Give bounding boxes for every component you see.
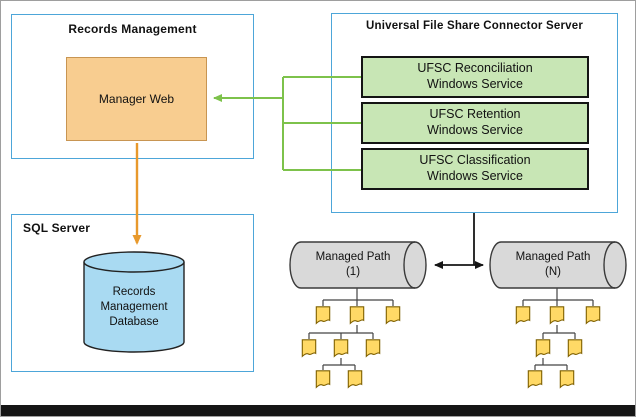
document-icon [347, 370, 363, 388]
document-icon [515, 306, 531, 324]
file-tree-1-connectors [308, 288, 394, 370]
document-icon [315, 306, 331, 324]
document-icon [385, 306, 401, 324]
bottom-bar [1, 405, 635, 416]
document-icon [315, 370, 331, 388]
document-icon [567, 339, 583, 357]
manager-web-label: Manager Web [98, 92, 175, 106]
manager-web-box: Manager Web [66, 57, 207, 141]
ufsc-reconciliation-service-box: UFSC Reconciliation Windows Service [361, 56, 589, 98]
ufsc-retention-service-box: UFSC Retention Windows Service [361, 102, 589, 144]
ufsc-classification-service-box: UFSC Classification Windows Service [361, 148, 589, 190]
sql-server-box: SQL Server [11, 214, 254, 372]
document-icon [365, 339, 381, 357]
document-icon [559, 370, 575, 388]
records-management-title: Records Management [68, 22, 197, 36]
document-icon [535, 339, 551, 357]
database-label: Records Management Database [100, 286, 168, 328]
document-icon [333, 339, 349, 357]
document-icon [527, 370, 543, 388]
records-management-box: Records Management Manager Web [11, 14, 254, 159]
document-icon [549, 306, 565, 324]
managed-path-1-label: Managed Path (1) [315, 251, 391, 278]
ufsc-server-box: Universal File Share Connector Server UF… [331, 13, 618, 213]
black-connector [434, 213, 484, 269]
ufsc-server-title: Universal File Share Connector Server [365, 20, 584, 32]
sql-server-title: SQL Server [23, 221, 91, 235]
document-icon [301, 339, 317, 357]
document-icon [585, 306, 601, 324]
managed-path-n-label: Managed Path (N) [515, 251, 591, 278]
document-icon [349, 306, 365, 324]
file-tree-2-connectors [522, 288, 594, 370]
